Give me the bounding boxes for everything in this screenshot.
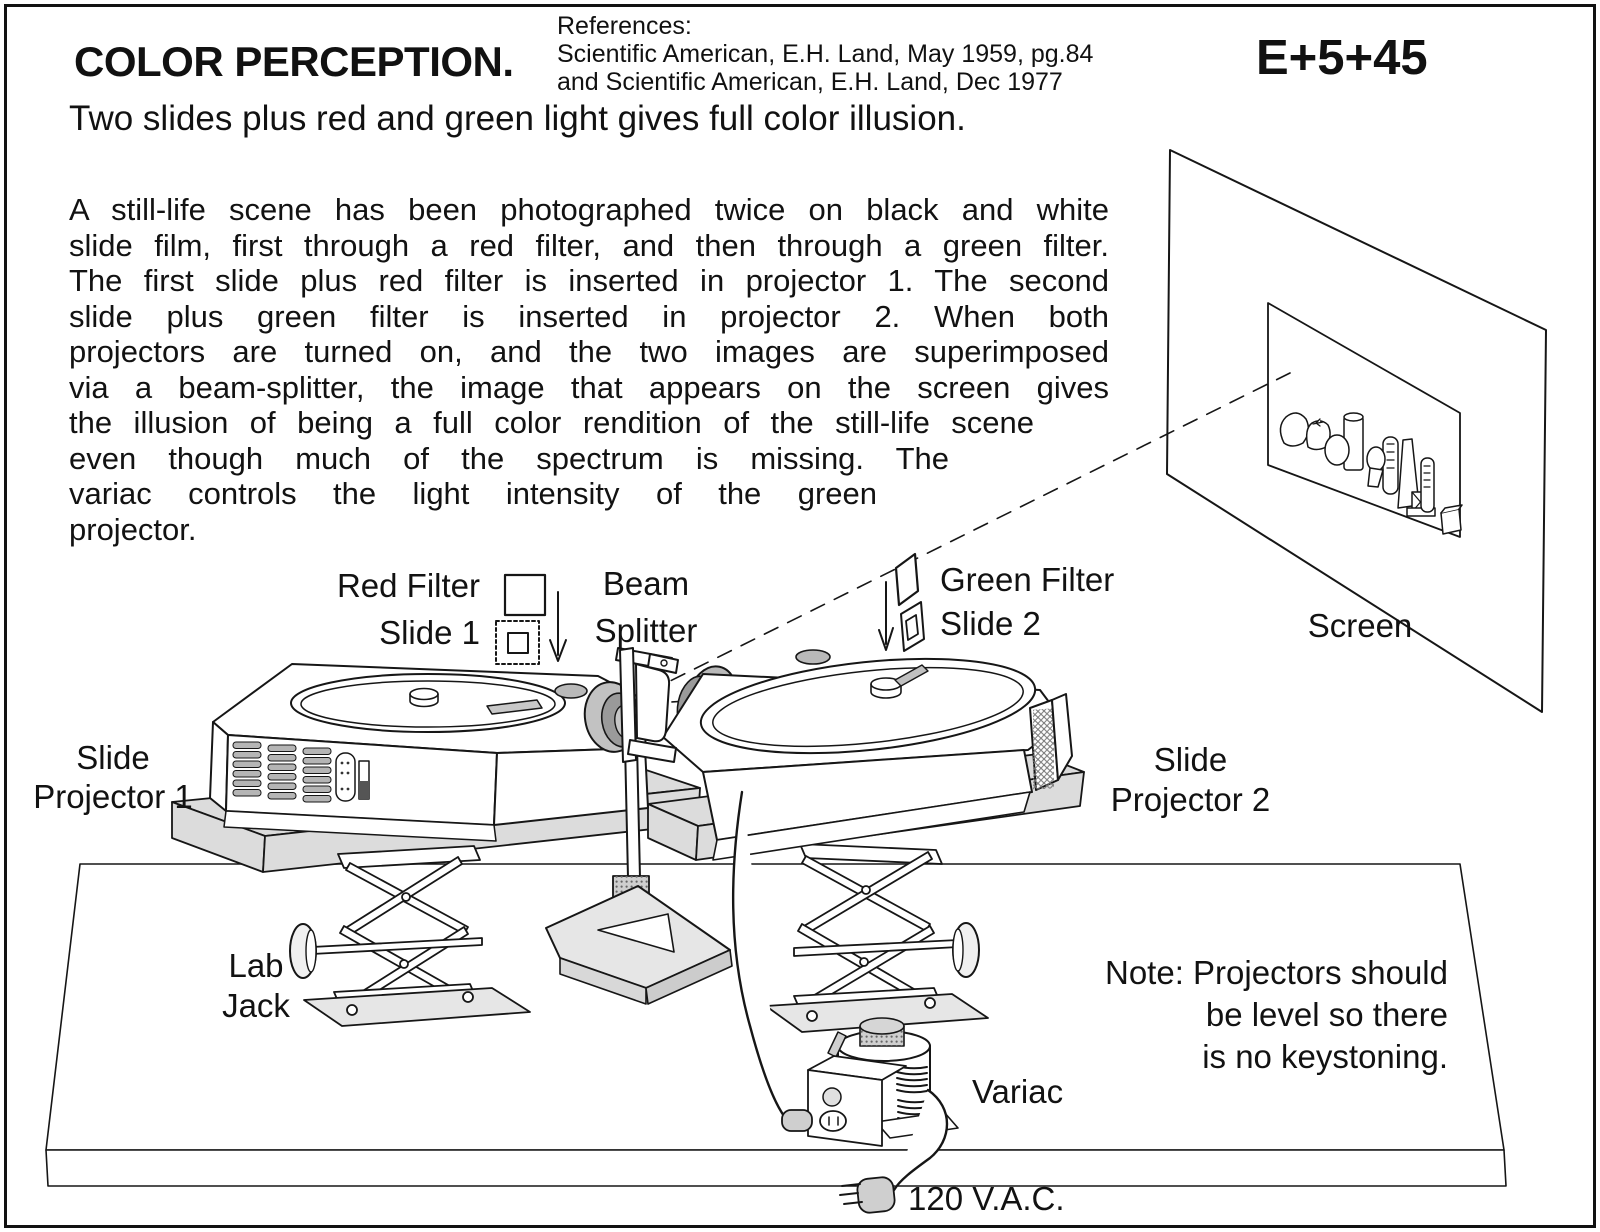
screen-illustration (1166, 149, 1547, 713)
power-cord-wall (892, 1088, 949, 1192)
slide1-icon (495, 620, 540, 665)
still-life-image (1279, 412, 1463, 535)
note-line3: is no keystoning. (1202, 1038, 1448, 1075)
paragraph-line: A still-life scene has been photographed… (69, 192, 1109, 227)
variac-vents (896, 1065, 928, 1122)
beam-splitter-label-line2: Splitter (594, 612, 698, 649)
beam-splitter-label: Beam Splitter (558, 560, 734, 654)
lab-jack-label-line2: Jack (222, 987, 290, 1024)
slide-projector-2-label: Slide Projector 2 (1083, 740, 1298, 820)
lab-jack-1 (289, 845, 531, 1027)
reference-1: Scientific American, E.H. Land, May 1959… (557, 40, 1094, 68)
slide2-icon (900, 601, 925, 652)
paragraph-line: even though much of the spectrum is miss… (69, 440, 949, 476)
screen-label: Screen (1307, 607, 1413, 644)
green-filter-icon (894, 552, 920, 607)
slide-projector-1-label: Slide Projector 1 (8, 738, 218, 816)
paragraph-line: variac controls the light intensity of t… (69, 476, 877, 511)
page-title: COLOR PERCEPTION. (74, 38, 514, 85)
slide-projector-1-label-line2: Projector 1 (33, 778, 193, 815)
slide1-label: Slide 1 (379, 614, 480, 651)
slide-projector-1-illustration (209, 663, 649, 842)
power-label: 120 V.A.C. (908, 1180, 1065, 1217)
power-cord-projector (731, 790, 786, 1118)
paragraph-line: projector. (69, 511, 197, 547)
slide2-label: Slide 2 (940, 605, 1041, 642)
projector-1-vents (232, 741, 332, 803)
paragraph-line: via a beam-splitter, the image that appe… (69, 369, 1109, 405)
arrow-down-icon-left (549, 591, 567, 662)
paragraph-line: the illusion of being a full color rendi… (69, 405, 1034, 440)
description-paragraph: A still-life scene has been photographed… (69, 192, 1114, 547)
beam-splitter-illustration (545, 647, 733, 1005)
red-filter-label: Red Filter (336, 567, 480, 604)
paragraph-line: slide plus green filter is inserted in p… (69, 298, 1109, 334)
note-line2: be level so there (1205, 996, 1448, 1033)
lab-jack-2 (765, 843, 989, 1033)
references-heading: References: (557, 12, 692, 40)
note-block: Note: Projectors should be level so ther… (1040, 952, 1448, 1078)
slide-projector-1-label-line1: Slide (76, 739, 150, 776)
slide-projector-2-illustration (662, 649, 1073, 861)
green-filter-label: Green Filter (940, 561, 1115, 598)
variac-illustration (731, 790, 959, 1214)
beam-splitter-label-line1: Beam (602, 565, 690, 602)
slide-projector-2-label-line1: Slide (1153, 741, 1228, 778)
projector-1-control-panel (335, 752, 370, 802)
paragraph-line: The first slide plus red filter is inser… (69, 263, 1109, 298)
wall-plug (839, 1176, 896, 1214)
red-filter-icon (503, 573, 547, 617)
page-subtitle: Two slides plus red and green light give… (69, 99, 966, 138)
reference-2: and Scientific American, E.H. Land, Dec … (557, 68, 1063, 96)
references-block: References: Scientific American, E.H. La… (557, 12, 1093, 96)
lab-jack-label-line1: Lab (228, 947, 284, 984)
paragraph-line: slide film, first through a red filter, … (69, 227, 1109, 263)
arrow-down-icon-right (878, 581, 894, 651)
plug-in-variac (781, 1109, 813, 1132)
slide-projector-2-label-line2: Projector 2 (1110, 781, 1271, 818)
note-line1: Note: Projectors should (1104, 954, 1448, 991)
demo-code: E+5+45 (1256, 31, 1428, 85)
variac-label: Variac (972, 1073, 1064, 1110)
lab-jack-label: Lab Jack (180, 946, 332, 1026)
paragraph-line: projectors are turned on, and the two im… (69, 334, 1109, 369)
